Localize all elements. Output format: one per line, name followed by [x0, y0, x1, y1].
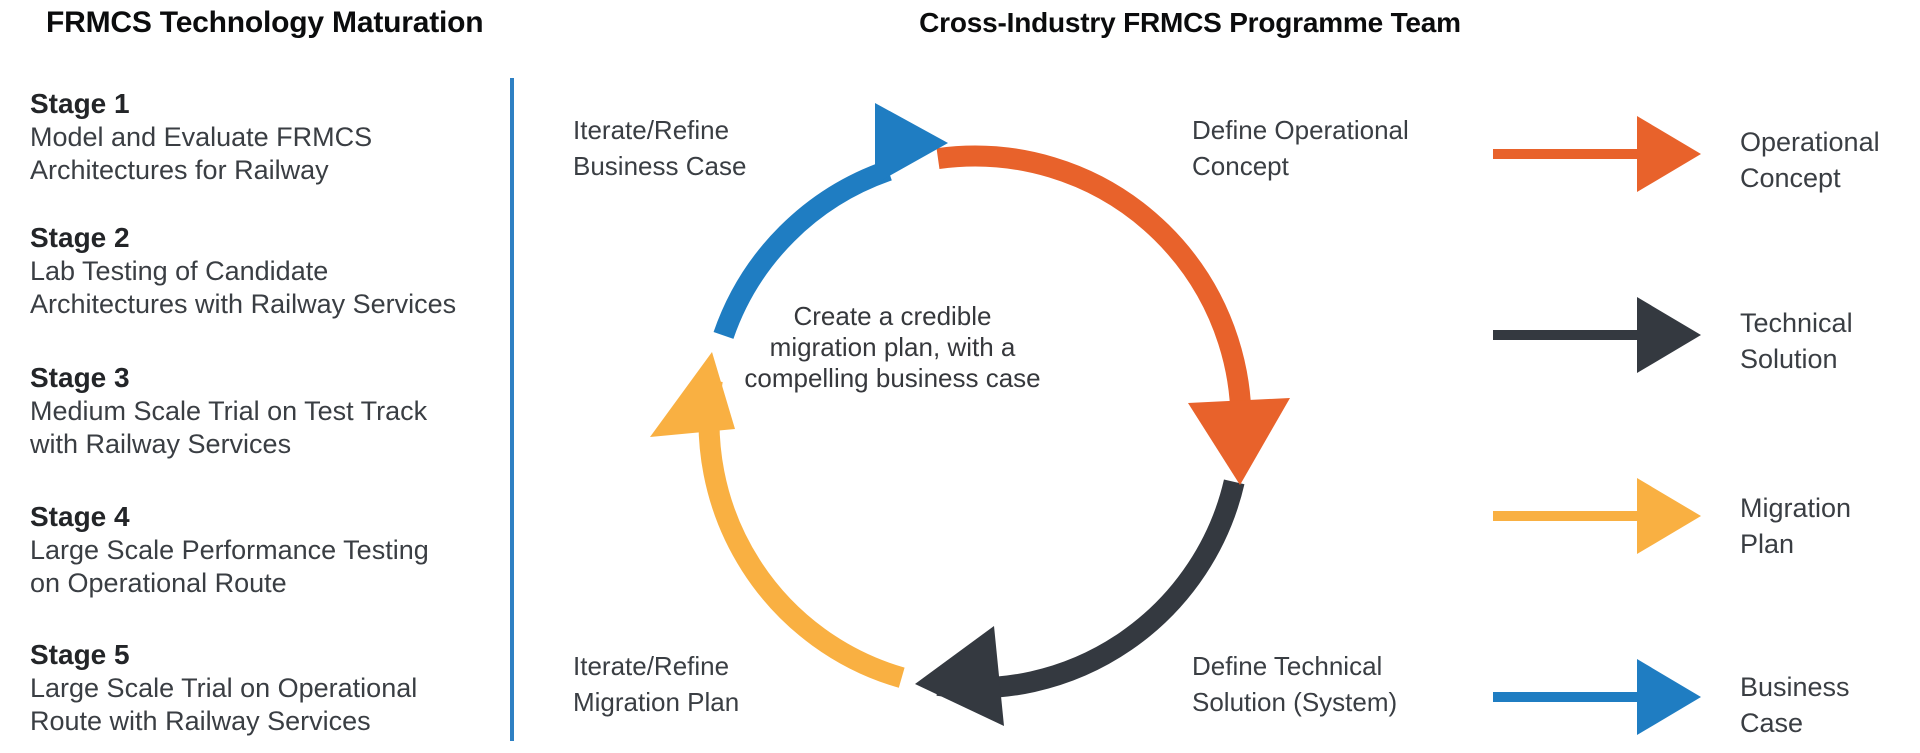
cycle-label-line: Business Case [573, 151, 747, 181]
stage-2-line-2: Architectures with Railway Services [30, 289, 457, 319]
cycle-center-text: Create a credible migration plan, with a… [705, 301, 1080, 394]
legend-label-business-case: Business Case [1740, 669, 1850, 741]
legend-arrow-operational-concept-icon [1493, 116, 1701, 192]
right-panel-title: Cross-Industry FRMCS Programme Team [919, 7, 1461, 38]
cycle-label-line: Define Technical [1192, 651, 1383, 681]
arrowhead-down-icon [1188, 398, 1290, 485]
stage-1-item: Stage 1 Model and Evaluate FRMCS Archite… [30, 88, 500, 187]
cycle-label-line: Migration Plan [573, 687, 740, 717]
legend-label-line: Business [1740, 672, 1850, 702]
legend-label-line: Plan [1740, 529, 1795, 559]
stage-4-heading: Stage 4 [30, 501, 130, 532]
cycle-arc-business-case [713, 160, 892, 339]
cycle-label-line: Iterate/Refine [573, 651, 730, 681]
legend-label-migration-plan: Migration Plan [1740, 490, 1851, 562]
stage-3-heading: Stage 3 [30, 362, 130, 393]
arrowhead-left-icon [915, 626, 1004, 726]
stage-2-line-1: Lab Testing of Candidate [30, 256, 329, 286]
stage-1-line-1: Model and Evaluate FRMCS [30, 122, 373, 152]
legend-arrow-migration-plan-icon [1493, 478, 1701, 554]
legend-label-technical-solution: Technical Solution [1740, 305, 1853, 377]
center-text-line: compelling business case [744, 363, 1041, 393]
legend-label-line: Operational [1740, 127, 1880, 157]
cycle-arc-migration-plan [698, 378, 905, 688]
legend-label-line: Migration [1740, 493, 1852, 523]
stage-2-item: Stage 2 Lab Testing of Candidate Archite… [30, 222, 500, 321]
stage-3-line-2: with Railway Services [30, 429, 292, 459]
cycle-label-iterate-migration-plan: Iterate/Refine Migration Plan [573, 648, 739, 720]
legend-label-line: Concept [1740, 163, 1841, 193]
arrowhead-right-icon [875, 103, 948, 184]
cycle-arc-operational-concept [936, 145, 1252, 456]
legend-label-line: Technical [1740, 308, 1853, 338]
stage-5-line-1: Large Scale Trial on Operational [30, 673, 418, 703]
stage-1-heading: Stage 1 [30, 88, 130, 119]
stage-1-line-2: Architectures for Railway [30, 155, 329, 185]
legend-label-operational-concept: Operational Concept [1740, 124, 1880, 196]
left-panel-title: FRMCS Technology Maturation [46, 6, 484, 39]
legend-arrow-technical-solution-icon [1493, 297, 1701, 373]
stage-5-item: Stage 5 Large Scale Trial on Operational… [30, 639, 500, 738]
cycle-label-line: Define Operational [1192, 115, 1409, 145]
stage-3-item: Stage 3 Medium Scale Trial on Test Track… [30, 362, 500, 461]
cycle-label-define-technical-solution: Define Technical Solution (System) [1192, 648, 1397, 720]
stage-5-heading: Stage 5 [30, 639, 130, 670]
legend-arrow-business-case-icon [1493, 659, 1701, 735]
legend-label-line: Solution [1740, 344, 1838, 374]
legend-label-line: Case [1740, 708, 1804, 738]
arrowhead-up-icon [650, 352, 735, 437]
cycle-label-line: Concept [1192, 151, 1289, 181]
cycle-label-iterate-business-case: Iterate/Refine Business Case [573, 112, 746, 184]
stage-5-line-2: Route with Railway Services [30, 706, 371, 736]
cycle-label-line: Solution (System) [1192, 687, 1398, 717]
stage-4-line-2: on Operational Route [30, 568, 287, 598]
stage-3-line-1: Medium Scale Trial on Test Track [30, 396, 428, 426]
center-text-line: migration plan, with a [769, 332, 1016, 362]
stage-4-item: Stage 4 Large Scale Performance Testing … [30, 501, 500, 600]
cycle-label-define-operational-concept: Define Operational Concept [1192, 112, 1409, 184]
stage-4-line-1: Large Scale Performance Testing [30, 535, 429, 565]
center-text-line: Create a credible [793, 301, 992, 331]
cycle-label-line: Iterate/Refine [573, 115, 730, 145]
stage-2-heading: Stage 2 [30, 222, 130, 253]
